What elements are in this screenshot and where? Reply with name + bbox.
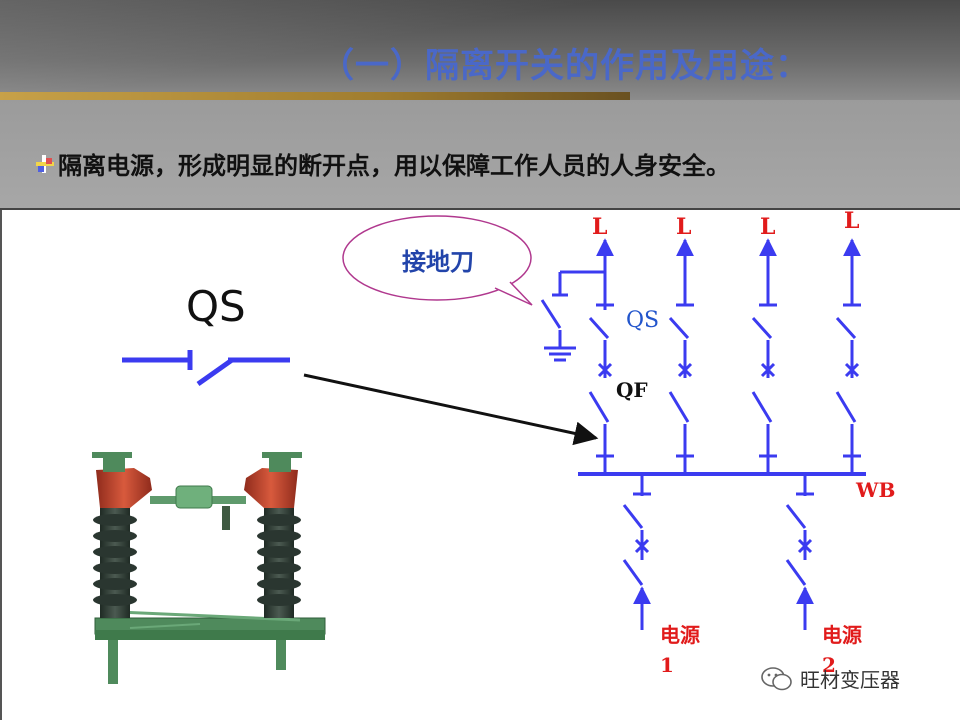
line-label-3: L [760, 214, 776, 240]
line-label-2: L [676, 214, 692, 240]
qs-switch-symbol [122, 350, 290, 387]
qf-label: QF [616, 378, 648, 402]
qs-label: QS [626, 308, 660, 333]
slide-title: （一）隔离开关的作用及用途： [320, 46, 810, 86]
callout-bubble [342, 215, 533, 306]
header-texture [0, 0, 960, 100]
callout-grounding-blade: 接地刀 [402, 248, 474, 276]
disconnector-photo [92, 452, 326, 684]
bullet-row: 隔离电源，形成明显的断开点，用以保障工作人员的人身安全。 [36, 146, 730, 181]
wechat-icon [761, 666, 792, 690]
source-2-label: 电源2 [822, 623, 862, 677]
pointer-arrow [303, 373, 599, 446]
bullet-text: 隔离电源，形成明显的断开点，用以保障工作人员的人身安全。 [58, 152, 730, 180]
header-banner [0, 0, 960, 210]
watermark: 旺材变压器 [760, 664, 900, 693]
header-lower-band [0, 100, 960, 210]
header-pen-stripe [0, 92, 630, 100]
line-label-4: L [844, 208, 860, 234]
slide-left-border [0, 210, 2, 720]
bullet-icon [36, 154, 54, 173]
busbar-label: WB [856, 478, 896, 502]
watermark-text: 旺材变压器 [800, 668, 900, 692]
qs-symbol-label: QS [186, 282, 246, 331]
circuit-diagram [540, 238, 866, 630]
line-label-1: L [592, 214, 608, 240]
header-divider [0, 208, 960, 210]
source-1-label: 电源1 [660, 623, 700, 677]
